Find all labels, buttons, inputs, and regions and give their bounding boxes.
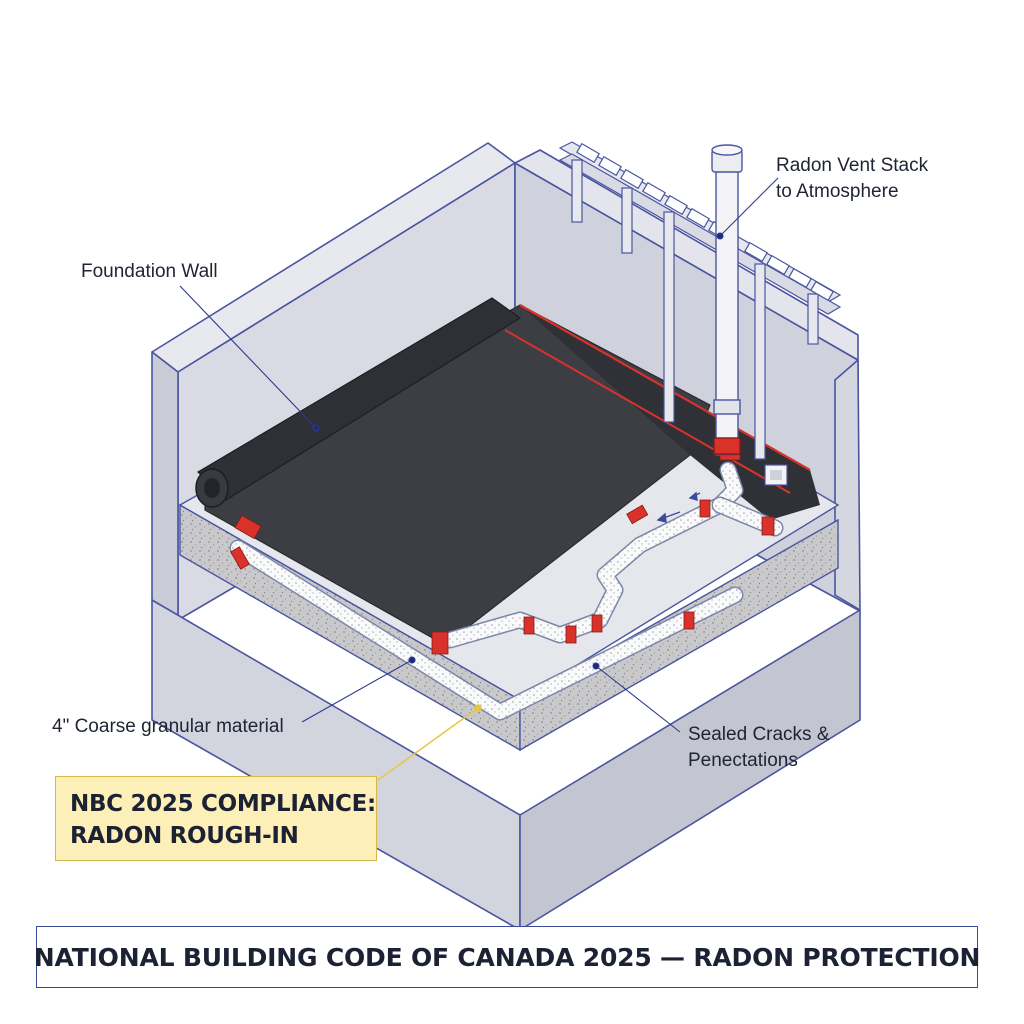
sealed-cracks-label: Sealed Cracks & Penectations bbox=[688, 722, 830, 774]
foundation-wall-label: Foundation Wall bbox=[81, 261, 218, 282]
flow-arrows bbox=[656, 491, 701, 523]
compliance-callout-box: NBC 2025 COMPLIANCE: RADON ROUGH-IN bbox=[55, 776, 377, 861]
sealed-cracks-label-line1: Sealed Cracks & bbox=[688, 724, 830, 745]
leader-lines bbox=[179, 177, 779, 733]
membrane-roll bbox=[195, 297, 522, 508]
vent-stack-label: Radon Vent Stack to Atmosphere bbox=[776, 153, 928, 205]
footer-title: NATIONAL BUILDING CODE OF CANADA 2025 — … bbox=[33, 942, 981, 972]
radon-vent-stack bbox=[711, 144, 743, 456]
vent-stack-label-line2: to Atmosphere bbox=[776, 181, 899, 202]
highlight-leader bbox=[377, 704, 482, 781]
floor-framing bbox=[558, 141, 842, 460]
junction-box bbox=[764, 464, 788, 486]
compliance-line1: NBC 2025 COMPLIANCE: bbox=[70, 791, 376, 817]
compliance-line2: RADON ROUGH-IN bbox=[70, 823, 299, 849]
gravel-label: 4" Coarse granular material bbox=[52, 716, 284, 737]
sealed-cracks-label-line2: Penectations bbox=[688, 750, 798, 771]
vent-stack-label-line1: Radon Vent Stack bbox=[776, 155, 929, 176]
footer-title-banner: NATIONAL BUILDING CODE OF CANADA 2025 — … bbox=[33, 926, 981, 988]
sealant-tape bbox=[230, 447, 775, 655]
